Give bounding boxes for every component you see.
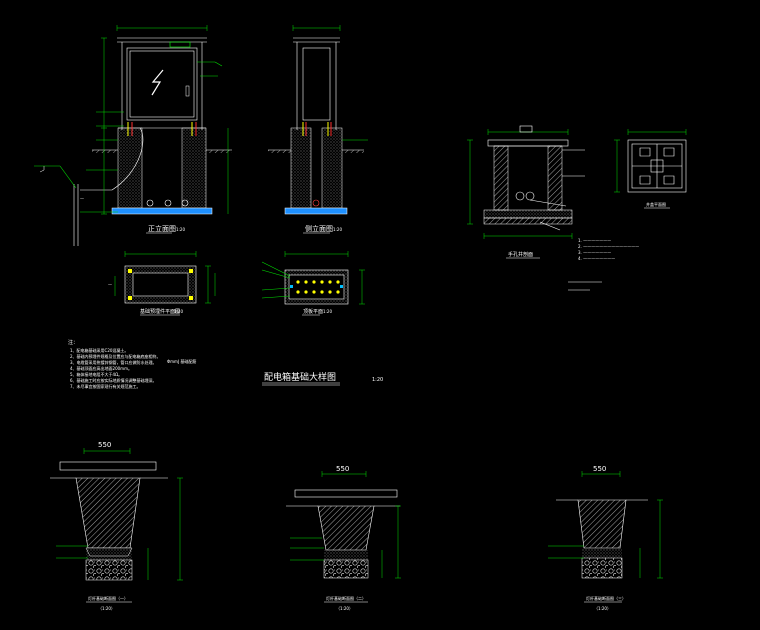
top-plan-label: 顶板平面: [303, 308, 323, 315]
front-elevation-label: 正立面图: [148, 224, 176, 233]
handhole-section: 手孔井剖面 1. ——————— 2. —————————————— 3. ——…: [467, 125, 639, 291]
detail-2-caption: 灯杆基础断面图（二）: [326, 595, 366, 601]
detail-1-top-dim: 550: [98, 441, 111, 449]
main-title: 配电箱基础大样图: [264, 371, 336, 383]
detail-1-scale: （1:20）: [98, 606, 115, 611]
note-item: 2、基础内预埋件规格及位置应与配电箱底座相符。: [70, 353, 161, 359]
note-item: 4、基础顶面应高出地面200mm。: [70, 365, 132, 371]
detail-1-caption: 灯杆基础断面图（一）: [88, 595, 128, 601]
foundation-plan-label: 基础预埋件平面图: [140, 308, 180, 315]
detail-3-scale: （1:20）: [594, 606, 611, 611]
note-item: 7、未尽事宜按国家现行有关规范施工。: [70, 383, 141, 389]
detail-2-top-dim: 550: [336, 465, 349, 473]
foundation-plan: — 基础预埋件平面图 1:20: [108, 251, 216, 316]
lightning-icon: [151, 69, 164, 96]
note-item: 5、箱体接地电阻不大于4Ω。: [70, 371, 122, 377]
svg-text:3. ———————: 3. ———————: [578, 250, 611, 255]
note-side: ΦmmJ 基础配筋: [167, 358, 196, 364]
foundation-plan-scale: 1:20: [174, 309, 183, 314]
pole-foundation-detail-1: 550 灯杆基础断面图（一） （1:20）: [50, 441, 183, 611]
side-elevation-scale: 1:20: [333, 227, 342, 232]
svg-text:4. ————————: 4. ————————: [578, 256, 615, 261]
pole-foundation-detail-2: 550 灯杆基础断面图（二） （1:20）: [286, 465, 401, 611]
svg-text:—: —: [80, 196, 84, 201]
note-item: 6、基础施工时应按实际地质情况调整基础埋深。: [70, 377, 157, 383]
note-item: 3、电缆管采用热镀锌钢管，管口应做防水处理。: [70, 359, 157, 365]
main-title-block: 配电箱基础大样图 1:20: [262, 371, 383, 386]
svg-text:1. ———————: 1. ———————: [578, 238, 611, 243]
notes-heading: 注：: [68, 339, 78, 346]
side-elevation: 侧立面图 1:20: [268, 25, 368, 234]
note-item: 1、配电箱基础采用C20混凝土。: [70, 347, 128, 353]
handhole-plan-label: 井盖平面图: [646, 201, 666, 207]
side-elevation-label: 侧立面图: [305, 224, 333, 233]
front-elevation: — 正立面图 1:20: [34, 25, 232, 246]
notes-block: 注： 1、配电箱基础采用C20混凝土。 2、基础内预埋件规格及位置应与配电箱底座…: [68, 339, 196, 389]
detail-3-top-dim: 550: [593, 465, 606, 473]
detail-3-caption: 灯杆基础断面图（三）: [586, 595, 626, 601]
front-elevation-scale: 1:20: [176, 227, 185, 232]
top-plan: 顶板平面 1:20: [261, 251, 365, 316]
svg-text:2. ——————————————: 2. ——————————————: [578, 244, 639, 249]
pole-foundation-detail-3: 550 灯杆基础断面图（三） （1:20）: [548, 465, 663, 611]
handhole-section-label: 手孔井剖面: [508, 251, 533, 258]
detail-2-scale: （1:20）: [336, 606, 353, 611]
svg-text:—: —: [108, 282, 112, 287]
handhole-plan: 井盖平面图: [614, 129, 687, 209]
top-plan-scale: 1:20: [323, 309, 332, 314]
main-title-scale: 1:20: [372, 377, 383, 383]
